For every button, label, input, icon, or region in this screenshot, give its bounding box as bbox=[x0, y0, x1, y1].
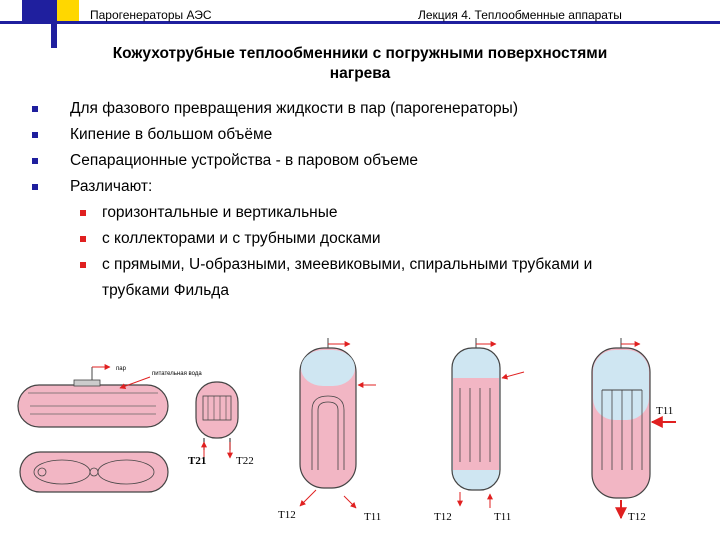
bullet-text: Различают: bbox=[70, 178, 153, 195]
t12-label: T12 bbox=[278, 509, 296, 521]
header-lecture-title: Лекция 4. Теплообменные аппараты bbox=[418, 8, 622, 22]
bullet-square-icon bbox=[32, 132, 38, 138]
sub-bullet-square-icon bbox=[80, 262, 86, 268]
t12-label: T12 bbox=[434, 511, 452, 523]
bullet-text: Сепарационные устройства - в паровом объ… bbox=[70, 152, 419, 169]
sub-bullet-text: горизонтальные и вертикальные bbox=[102, 204, 338, 221]
bullet-square-icon bbox=[32, 184, 38, 190]
cross-section-diagram bbox=[195, 381, 239, 459]
bullet-list: Для фазового превращения жидкости в пар … bbox=[32, 96, 692, 304]
vertical-steam-generator-2-diagram bbox=[451, 338, 525, 508]
slide-title: Кожухотрубные теплообменники с погружным… bbox=[30, 44, 690, 84]
slide-title-line-1: Кожухотрубные теплообменники с погружным… bbox=[112, 45, 608, 62]
sub-bullet-item: с коллекторами и с трубными досками bbox=[32, 226, 692, 252]
deco-vertical-bar bbox=[51, 0, 57, 48]
t11-label: T11 bbox=[364, 511, 381, 523]
bullet-text: Для фазового превращения жидкости в пар … bbox=[70, 100, 518, 117]
deco-header-line bbox=[0, 21, 720, 24]
deco-yellow-square bbox=[57, 0, 79, 21]
sub-bullet-text: с коллекторами и с трубными досками bbox=[102, 230, 381, 247]
vertical-steam-generator-3-diagram bbox=[591, 338, 676, 520]
t11-label: T11 bbox=[656, 405, 673, 417]
sub-bullet-text: трубками Фильда bbox=[102, 282, 229, 299]
steam-label: пар bbox=[116, 366, 127, 372]
t22-label: T22 bbox=[236, 455, 254, 467]
slide-title-line-2: нагрева bbox=[329, 65, 391, 82]
sub-bullet-item: горизонтальные и вертикальные bbox=[32, 200, 692, 226]
feed-water-label: питательная вода bbox=[152, 371, 202, 377]
sub-bullet-square-icon bbox=[80, 236, 86, 242]
sub-bullet-continuation: трубками Фильда bbox=[32, 278, 692, 304]
horizontal-steam-generator-diagram bbox=[17, 364, 169, 428]
t12-label: T12 bbox=[628, 511, 646, 523]
bullet-item: Сепарационные устройства - в паровом объ… bbox=[32, 148, 692, 174]
header-course-title: Парогенераторы АЭС bbox=[90, 8, 212, 22]
bullet-text: Кипение в большом объёме bbox=[70, 126, 273, 143]
t21-label: T21 bbox=[188, 455, 206, 467]
sub-bullet-text: с прямыми, U-образными, змеевиковыми, сп… bbox=[102, 256, 593, 273]
bullet-item: Различают: bbox=[32, 174, 692, 200]
horizontal-steam-generator-plan-diagram bbox=[19, 451, 169, 493]
t11-label: T11 bbox=[494, 511, 511, 523]
bullet-item: Кипение в большом объёме bbox=[32, 122, 692, 148]
deco-blue-square bbox=[22, 0, 52, 21]
bullet-item: Для фазового превращения жидкости в пар … bbox=[32, 96, 692, 122]
bullet-square-icon bbox=[32, 106, 38, 112]
bullet-square-icon bbox=[32, 158, 38, 164]
sub-bullet-item: с прямыми, U-образными, змеевиковыми, сп… bbox=[32, 252, 692, 278]
heat-exchanger-diagrams: пар питательная вода T21 T22 T12 T11 bbox=[17, 338, 676, 523]
vertical-steam-generator-1-diagram bbox=[299, 338, 376, 509]
sub-bullet-square-icon bbox=[80, 210, 86, 216]
